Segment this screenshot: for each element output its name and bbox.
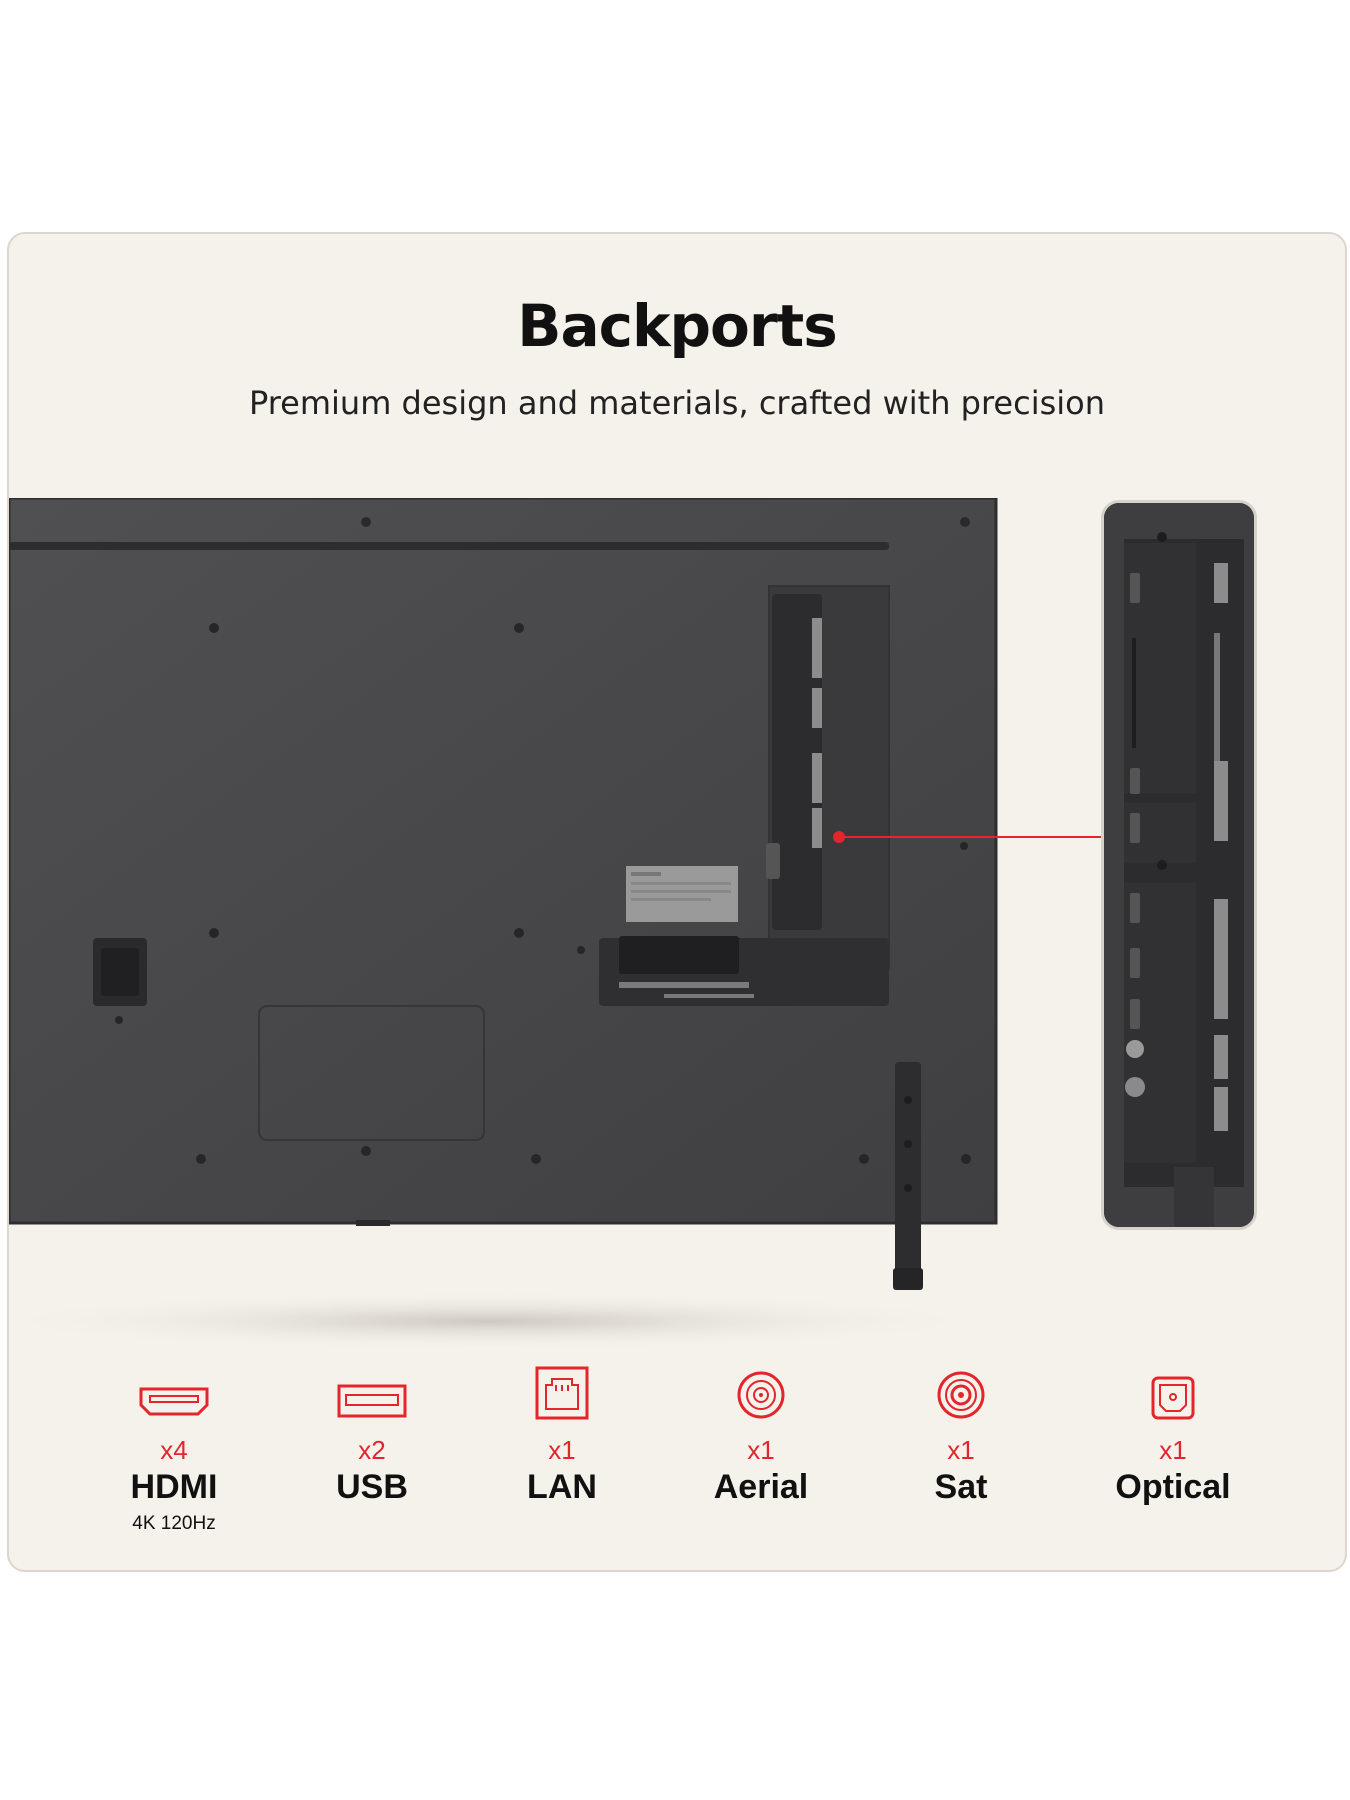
feature-aerial: x1 Aerial <box>661 1359 861 1507</box>
hdmi-icon <box>74 1359 274 1421</box>
optical-icon <box>1073 1359 1273 1421</box>
feature-count: x1 <box>747 1435 775 1465</box>
feature-hdmi: x4 HDMI 4K 120Hz <box>74 1359 274 1535</box>
tv-back-illustration <box>9 498 1107 1351</box>
feature-note: 4K 120Hz <box>132 1513 216 1534</box>
feature-label: Aerial <box>713 1468 809 1506</box>
feature-sat: x1 Sat <box>861 1359 1061 1507</box>
feature-count: x1 <box>1159 1435 1187 1465</box>
sat-icon <box>861 1359 1061 1421</box>
lan-icon <box>462 1359 662 1421</box>
feature-usb: x2 USB <box>272 1359 472 1507</box>
aerial-icon <box>661 1359 861 1421</box>
feature-label: Sat <box>934 1468 988 1506</box>
feature-count: x4 <box>160 1435 188 1465</box>
backports-card: Backports Premium design and materials, … <box>7 232 1347 1572</box>
feature-count: x2 <box>358 1435 386 1465</box>
feature-count: x1 <box>548 1435 576 1465</box>
feature-label: USB <box>336 1468 408 1506</box>
feature-optical: x1 Optical <box>1073 1359 1273 1507</box>
feature-label: Optical <box>1115 1468 1231 1506</box>
feature-label: LAN <box>527 1468 597 1506</box>
usb-icon <box>272 1359 472 1421</box>
ports-feature-list: x4 HDMI 4K 120Hz x2 USB x1 LAN x1 Aerial <box>9 1359 1345 1559</box>
ports-closeup-inset <box>1101 500 1257 1230</box>
page-title: Backports <box>517 292 838 360</box>
tv-stand-leg <box>895 1062 921 1284</box>
page-subtitle: Premium design and materials, crafted wi… <box>248 384 1106 422</box>
feature-lan: x1 LAN <box>462 1359 662 1507</box>
feature-count: x1 <box>947 1435 975 1465</box>
feature-label: HDMI <box>130 1468 218 1506</box>
